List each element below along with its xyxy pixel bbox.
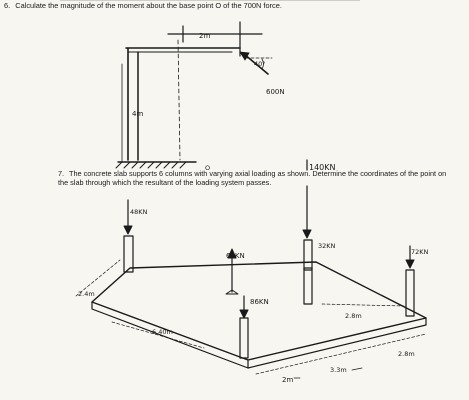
question-7-number: 7. — [58, 169, 65, 178]
load-72kn-label: 72KN — [411, 248, 429, 256]
load-48kn-label: 48KN — [130, 208, 148, 216]
question-6-number: 6. — [4, 1, 11, 10]
dim-2-4m-label: 2.4m — [78, 290, 95, 298]
point-o-label: O — [205, 164, 210, 172]
dim-2m-label: 2m — [199, 32, 210, 40]
load-32kn-label: 32KN — [318, 242, 336, 250]
dim-2m-bottom-label: 2m — [282, 376, 293, 384]
question-6: 6. Calculate the magnitude of the moment… — [4, 1, 464, 10]
load-140kn-label: 140KN — [309, 163, 336, 172]
angle-label: 40° — [254, 60, 266, 68]
page-cut-edge — [60, 0, 360, 1]
dim-3-3m-label: 3.3m — [330, 366, 347, 374]
dim-2-8m-right-label: 2.8m — [398, 350, 415, 358]
force-600n-label: 600N — [266, 88, 285, 96]
load-86kn-label: 86KN — [250, 298, 269, 306]
dim-4m-label: 4m — [132, 110, 143, 118]
question-6-text: Calculate the magnitude of the moment ab… — [15, 1, 282, 10]
dim-2-8m-inner-label: 2.8m — [345, 312, 362, 320]
question-7: 7. The concrete slab supports 6 columns … — [58, 169, 458, 187]
dim-6-40m-label: 6.40m — [152, 328, 173, 336]
question-7-text: The concrete slab supports 6 columns wit… — [58, 169, 447, 187]
load-64kn-label: 64KN — [226, 252, 245, 260]
